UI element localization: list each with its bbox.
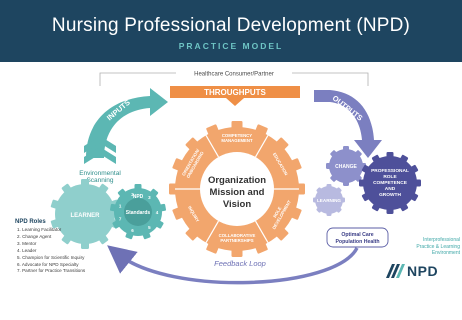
roles-title: NPD Roles xyxy=(15,219,46,225)
npd-role-numbers: 1 2 3 4 5 6 7 xyxy=(119,192,159,233)
throughputs-label: THROUGHPUTS xyxy=(204,88,266,97)
role-number: 4 xyxy=(156,210,159,215)
npd-standards-gear xyxy=(110,184,166,240)
learning-gear xyxy=(313,184,345,216)
segment-divider xyxy=(254,220,269,243)
list-item: 3. Mentor xyxy=(17,240,37,246)
logo-text: NPD xyxy=(407,263,439,279)
environmental-scanning-line2: Scanning xyxy=(86,177,113,184)
segment-divider xyxy=(205,220,220,243)
header-banner: Nursing Professional Development (NPD) P… xyxy=(0,0,462,62)
professional-role-line: PROFESSIONAL xyxy=(371,168,409,174)
role-number: 2 xyxy=(131,192,134,197)
change-gear xyxy=(326,146,366,186)
throughputs-banner xyxy=(170,86,300,106)
scanning-chevrons xyxy=(84,136,116,164)
change-label: CHANGE xyxy=(335,164,357,170)
list-item: 7. Partner for Practice Transitions xyxy=(17,268,86,274)
feedback-loop-label: Feedback Loop xyxy=(214,259,266,268)
role-number: 5 xyxy=(148,225,151,230)
outputs-arrow xyxy=(314,90,382,158)
interprofessional-line3: Environment xyxy=(431,250,460,256)
role-number: 6 xyxy=(131,228,134,233)
inputs-arrow xyxy=(86,88,168,158)
learner-gear xyxy=(50,179,120,249)
npd-logo: NPD xyxy=(386,262,438,280)
organization-gear xyxy=(169,121,305,257)
role-number: 7 xyxy=(119,216,122,221)
professional-role-gear xyxy=(359,152,421,214)
roles-list: 1. Learning Facilitator 2. Change Agent … xyxy=(17,227,85,275)
segment-divider xyxy=(254,135,269,158)
professional-role-line: ROLE xyxy=(383,174,397,180)
list-item: 1. Learning Facilitator xyxy=(17,227,62,232)
list-item: 4. Leader xyxy=(17,247,37,253)
center-label-line3: Vision xyxy=(223,199,252,210)
list-item: 2. Change Agent xyxy=(17,233,52,239)
learner-label: LEARNER xyxy=(70,213,100,219)
page-title: Nursing Professional Development (NPD) xyxy=(51,15,411,36)
environmental-scanning-line1: Environmental xyxy=(79,170,121,177)
list-item: 5. Champion for Scientific Inquiry xyxy=(17,254,85,260)
learning-label: LEARNING xyxy=(317,198,341,203)
npd-logo-mark-icon xyxy=(386,264,405,278)
healthcare-consumer-label: Healthcare Consumer/Partner xyxy=(194,72,274,78)
professional-role-line: AND xyxy=(385,186,396,192)
center-label-line1: Organization xyxy=(208,175,266,186)
segment-divider xyxy=(205,135,220,158)
practice-model-diagram: Healthcare Consumer/Partner INPUTS Envir… xyxy=(50,69,421,285)
standards-label: Standards xyxy=(126,210,151,216)
center-label-line2: Mission and xyxy=(210,187,265,198)
interprofessional-label: Interprofessional Practice & Learning En… xyxy=(404,237,460,257)
optimal-care-line2: Population Health xyxy=(335,239,379,245)
feedback-loop-arrow xyxy=(107,245,359,285)
professional-role-line: GROWTH xyxy=(379,192,401,198)
optimal-care-box xyxy=(326,227,389,248)
role-number: 3 xyxy=(148,195,151,200)
interprofessional-line1: Interprofessional xyxy=(423,237,460,243)
list-item: 6. Advocate for NPD Specialty xyxy=(17,261,79,267)
page-subtitle: PRACTICE MODEL xyxy=(178,41,284,51)
npd-label: NPD xyxy=(133,194,144,200)
optimal-care-line1: Optimal Care xyxy=(341,232,373,238)
interprofessional-line2: Practice & Learning xyxy=(416,243,460,250)
professional-role-line: COMPETENCE xyxy=(373,180,408,186)
role-number: 1 xyxy=(119,204,122,209)
